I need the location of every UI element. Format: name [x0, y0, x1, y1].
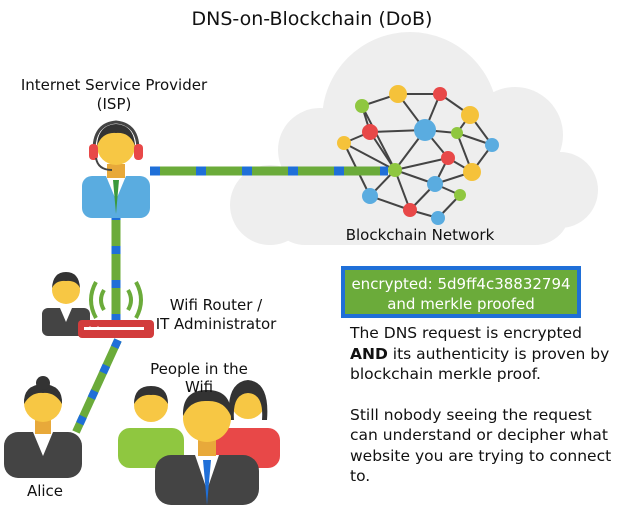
description-paragraph-1: The DNS request is encrypted AND its aut…	[350, 323, 620, 385]
isp-label-line1: Internet Service Provider	[20, 76, 208, 94]
blockchain-network-label: Blockchain Network	[345, 226, 495, 244]
alice-label: Alice	[26, 482, 64, 500]
description-p1-start: The DNS request is encrypted	[350, 324, 582, 342]
wifi-signal-icon	[89, 281, 143, 319]
cloud-icon	[230, 32, 598, 245]
router-label: Wifi Router / IT Administrator	[146, 296, 286, 334]
people-label: People in the Wifi	[150, 360, 248, 396]
router-label-line1: Wifi Router /	[169, 296, 263, 314]
encrypted-request-box: encrypted: 5d9ff4c38832794 and merkle pr…	[341, 266, 581, 318]
isp-label-line2: (ISP)	[96, 95, 132, 113]
encrypted-line2: and merkle proofed	[387, 295, 535, 313]
link-router-alice	[72, 338, 122, 434]
description-p1-bold: AND	[350, 344, 388, 363]
encrypted-line1: encrypted: 5d9ff4c38832794	[351, 275, 571, 293]
isp-agent-icon	[82, 120, 150, 218]
description-paragraph-2: Still nobody seeing the request can unde…	[350, 405, 612, 486]
alice-icon	[4, 376, 82, 478]
router-label-line2: IT Administrator	[155, 315, 277, 333]
router-admin-icon	[42, 272, 154, 338]
people-group-icon	[118, 380, 280, 505]
isp-label: Internet Service Provider (ISP)	[14, 76, 214, 114]
description-text: The DNS request is encrypted AND its aut…	[350, 323, 620, 487]
description-p1-end: its authenticity is proven by blockchain…	[350, 344, 610, 384]
blockchain-network-icon	[337, 85, 499, 225]
diagram-title: DNS-on-Blockchain (DoB)	[191, 8, 433, 30]
